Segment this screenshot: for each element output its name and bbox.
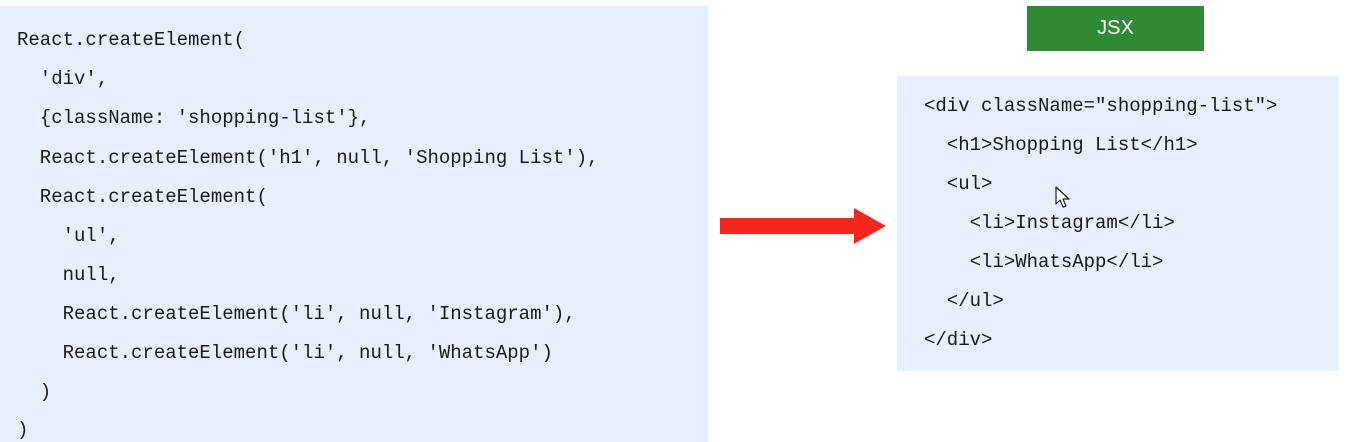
jsx-code-panel: <div className="shopping-list"> <h1>Shop…: [897, 76, 1339, 371]
code-line: <li>Instagram</li>: [924, 212, 1175, 234]
code-line: <ul>: [924, 173, 993, 195]
right-arrow-icon: [720, 208, 886, 244]
code-line: <li>WhatsApp</li>: [924, 251, 1164, 273]
code-line: React.createElement(: [17, 186, 268, 208]
createelement-code-panel: React.createElement( 'div', {className: …: [0, 6, 708, 442]
code-line: </div>: [924, 329, 993, 351]
jsx-badge: JSX: [1027, 6, 1204, 51]
code-line: </ul>: [924, 290, 1004, 312]
code-line: <h1>Shopping List</h1>: [924, 134, 1198, 156]
code-line: ): [17, 381, 52, 403]
code-line: React.createElement(: [17, 29, 246, 51]
code-line: null,: [17, 264, 120, 286]
code-line: ): [17, 419, 29, 441]
code-line: React.createElement('li', null, 'WhatsAp…: [17, 342, 553, 364]
code-line: <div className="shopping-list">: [924, 95, 1278, 117]
code-line: {className: 'shopping-list'},: [17, 107, 371, 129]
code-line: React.createElement('li', null, 'Instagr…: [17, 303, 576, 325]
jsx-badge-label: JSX: [1097, 17, 1134, 39]
code-line: 'div',: [17, 68, 109, 90]
code-line: 'ul',: [17, 225, 120, 247]
mouse-pointer-icon: [1055, 186, 1070, 208]
code-line: React.createElement('h1', null, 'Shoppin…: [17, 147, 599, 169]
